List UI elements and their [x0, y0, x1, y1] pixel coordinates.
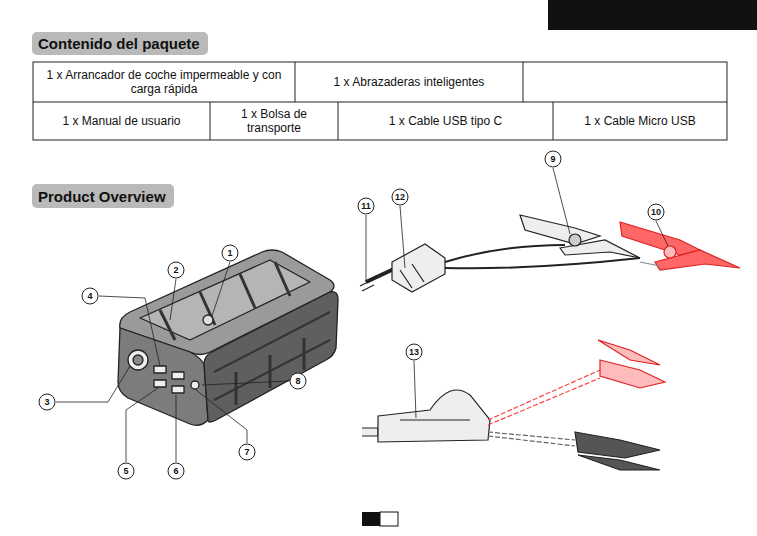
callout-number: 2	[168, 262, 184, 278]
table-cell: 1 x Abrazaderas inteligentes	[296, 63, 522, 101]
heading-text: Contenido del paquete	[38, 35, 200, 52]
table-cell: 1 x Cable Micro USB	[554, 103, 726, 139]
callout-number: 3	[39, 394, 55, 410]
callout-number: 13	[406, 344, 422, 360]
callout-number: 9	[545, 151, 561, 167]
callout-number: 7	[239, 444, 255, 460]
callout-number: 10	[648, 204, 664, 220]
table-cell: 1 x Bolsa de transporte	[211, 103, 337, 139]
table-grid	[33, 62, 727, 140]
jump-starter	[118, 250, 338, 425]
callout-number: 11	[358, 198, 374, 214]
leader-lines	[56, 168, 668, 462]
callout-number: 1	[222, 245, 238, 261]
table-cell: 1 x Cable USB tipo C	[339, 103, 552, 139]
callout-number: 12	[392, 189, 408, 205]
page-number-box	[362, 512, 398, 526]
table-cell: 1 x Manual de usuario	[34, 103, 209, 139]
heading-text: Product Overview	[38, 188, 166, 205]
callout-number: 5	[118, 463, 134, 479]
header-bar	[548, 0, 757, 30]
callout-circles	[39, 151, 664, 479]
callout-number: 6	[168, 463, 184, 479]
smart-clamps	[360, 215, 740, 292]
section-heading: Contenido del paquete	[32, 32, 208, 55]
table-cell: 1 x Arrancador de coche impermeable y co…	[34, 63, 294, 101]
callout-number: 4	[82, 288, 98, 304]
clamp-cable	[362, 340, 665, 470]
section-heading: Product Overview	[32, 184, 174, 208]
callout-number: 8	[290, 373, 306, 389]
